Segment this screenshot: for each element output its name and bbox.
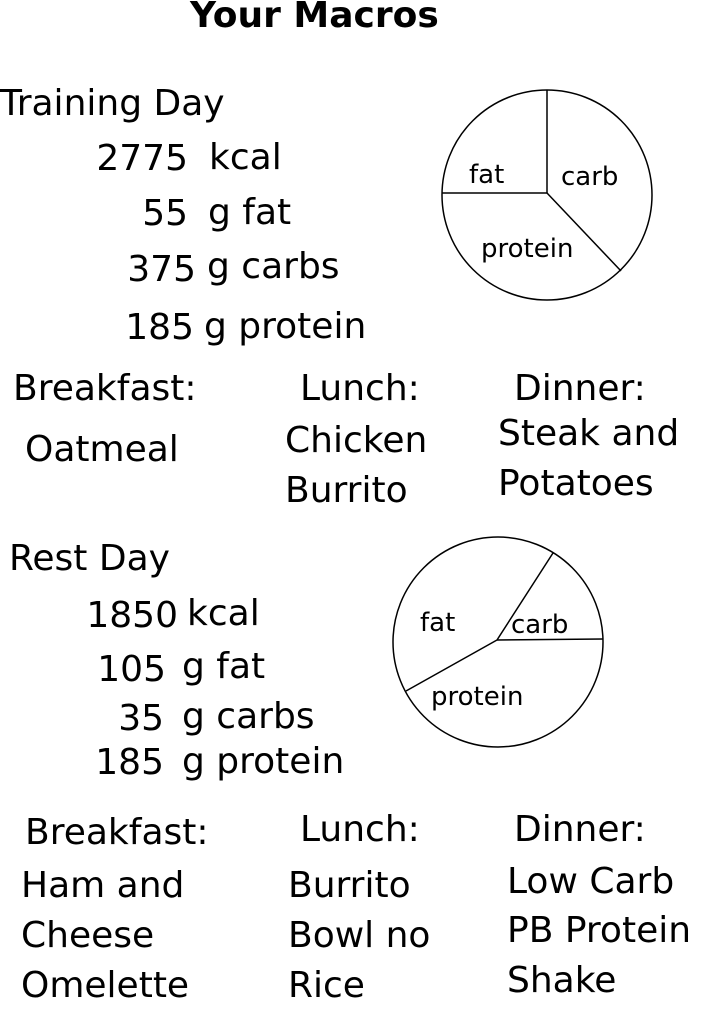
training-dinner-line-2: Potatoes — [498, 463, 654, 504]
pie-label-fat: fat — [469, 160, 504, 190]
training-lunch-heading: Lunch: — [300, 368, 420, 409]
rest-protein-value: 185 — [95, 742, 164, 783]
pie-divider-right — [496, 638, 604, 641]
training-dinner-heading: Dinner: — [514, 368, 646, 409]
rest-kcal-unit: kcal — [187, 593, 260, 634]
page-title: Your Macros — [190, 0, 439, 36]
training-kcal-unit: kcal — [209, 137, 282, 178]
pie-label-fat: fat — [420, 608, 455, 638]
training-breakfast-line-1: Oatmeal — [25, 429, 179, 470]
pie-outline — [392, 536, 604, 748]
training-lunch-line-1: Chicken — [285, 420, 428, 461]
pie-label-protein: protein — [481, 234, 573, 264]
training-protein-value: 185 — [125, 307, 194, 348]
rest-breakfast-line-1: Ham and — [21, 865, 185, 906]
pie-divider-left — [405, 639, 498, 692]
pie-divider-right — [546, 192, 622, 272]
rest-dinner-heading: Dinner: — [514, 809, 646, 850]
rest-carbs-value: 35 — [118, 698, 164, 739]
training-protein-unit: g protein — [204, 306, 367, 347]
rest-dinner-line-1: Low Carb — [507, 861, 675, 902]
rest-protein-unit: g protein — [182, 741, 345, 782]
rest-fat-value: 105 — [97, 649, 166, 690]
pie-label-protein: protein — [431, 682, 523, 712]
pie-label-carb: carb — [511, 610, 568, 640]
rest-fat-unit: g fat — [182, 646, 266, 687]
pie-divider-top — [496, 552, 554, 641]
training-kcal-value: 2775 — [96, 138, 188, 179]
pie-label-carb: carb — [561, 162, 618, 192]
rest-dinner-line-3: Shake — [507, 960, 617, 1001]
training-carbs-value: 375 — [127, 249, 196, 290]
training-macro-pie-chart: fat carb protein — [441, 89, 653, 301]
rest-carbs-unit: g carbs — [182, 696, 315, 737]
rest-lunch-line-1: Burrito — [288, 865, 411, 906]
rest-lunch-line-2: Bowl no — [288, 915, 431, 956]
rest-dinner-line-2: PB Protein — [507, 910, 692, 951]
training-breakfast-heading: Breakfast: — [13, 368, 197, 409]
rest-lunch-heading: Lunch: — [300, 809, 420, 850]
rest-macro-pie-chart: fat carb protein — [392, 536, 604, 748]
rest-breakfast-line-3: Omelette — [21, 965, 190, 1006]
training-day-heading: Training Day — [0, 83, 225, 124]
training-fat-unit: g fat — [208, 192, 292, 233]
training-carbs-unit: g carbs — [207, 246, 340, 287]
rest-lunch-line-3: Rice — [288, 965, 365, 1006]
rest-kcal-value: 1850 — [86, 595, 178, 636]
training-lunch-line-2: Burrito — [285, 470, 408, 511]
rest-day-heading: Rest Day — [9, 538, 170, 579]
training-dinner-line-1: Steak and — [498, 413, 680, 454]
training-fat-value: 55 — [142, 193, 188, 234]
rest-breakfast-heading: Breakfast: — [25, 812, 209, 853]
rest-breakfast-line-2: Cheese — [21, 915, 155, 956]
